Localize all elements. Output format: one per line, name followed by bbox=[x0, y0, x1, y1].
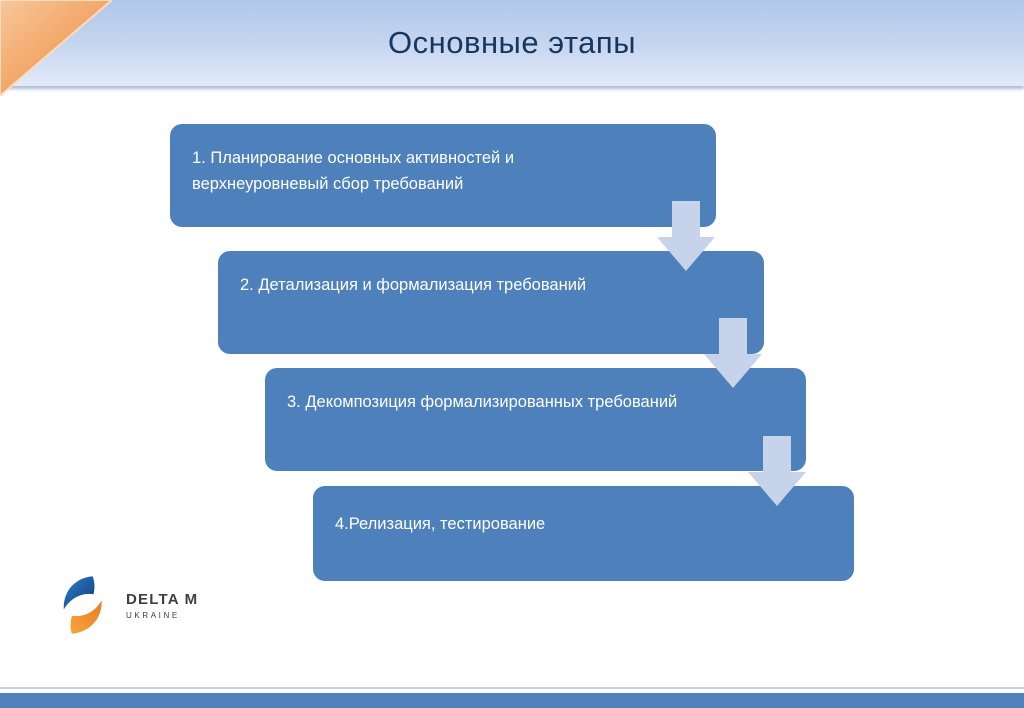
footer-bar bbox=[0, 693, 1024, 708]
step-box-3: 3. Декомпозиция формализированных требов… bbox=[265, 368, 806, 471]
step-box-4: 4.Релизация, тестирование bbox=[313, 486, 854, 581]
slide-title: Основные этапы bbox=[388, 25, 636, 60]
footer-accent-line bbox=[0, 687, 1024, 689]
step-box-1: 1. Планирование основных активностей и в… bbox=[170, 124, 716, 227]
logo-swirl-icon bbox=[63, 576, 102, 634]
step-label-1: 1. Планирование основных активностей и в… bbox=[192, 149, 515, 193]
down-arrow-icon bbox=[748, 436, 806, 506]
down-arrow-icon bbox=[657, 201, 715, 271]
down-arrow-icon bbox=[704, 318, 762, 388]
step-label-3: 3. Декомпозиция формализированных требов… bbox=[287, 393, 678, 411]
step-label-2: 2. Детализация и формализация требований bbox=[240, 276, 587, 294]
logo-name: DELTA M bbox=[126, 590, 199, 608]
step-label-4: 4.Релизация, тестирование bbox=[335, 515, 546, 533]
logo-text: DELTA M UKRAINE bbox=[126, 591, 198, 620]
slide-header: Основные этапы bbox=[0, 0, 1024, 86]
step-box-2: 2. Детализация и формализация требований bbox=[218, 251, 764, 354]
delta-m-logo: DELTA M UKRAINE bbox=[62, 574, 198, 636]
corner-fold-decoration bbox=[0, 0, 112, 96]
logo-subtitle: UKRAINE bbox=[126, 610, 180, 620]
